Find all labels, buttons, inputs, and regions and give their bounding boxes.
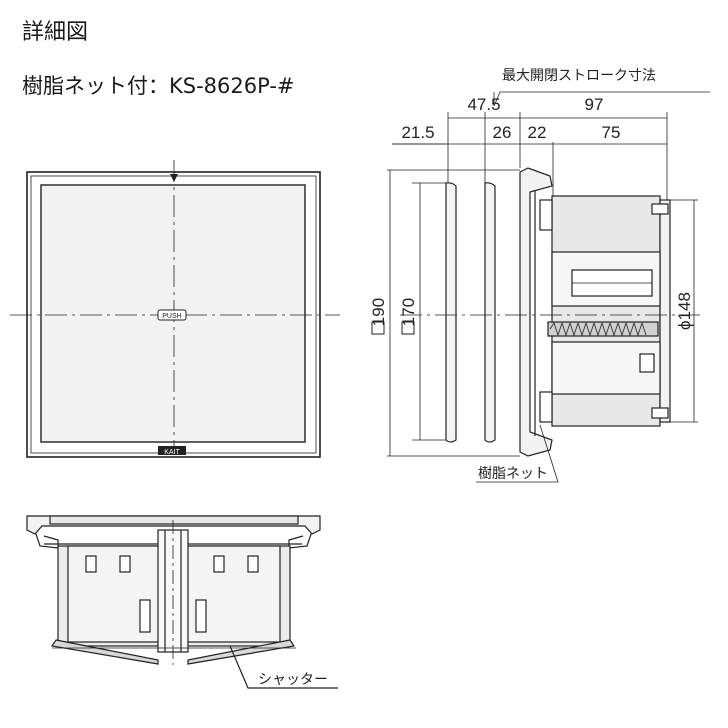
- model-label: 樹脂ネット付：KS-8626P-#: [22, 74, 295, 98]
- front-view: [10, 160, 340, 458]
- section-view: [26, 515, 338, 689]
- dim-26: 26: [493, 123, 512, 142]
- brand-label: KAIT: [164, 449, 180, 456]
- dim-97: 97: [585, 95, 604, 114]
- dim-190: 190: [369, 298, 388, 326]
- dim-phi148: ϕ148: [675, 292, 694, 330]
- side-view: [400, 167, 700, 457]
- dim-190-group: 190: [369, 298, 388, 335]
- shutter-label: シャッター: [258, 672, 328, 688]
- page-title: 詳細図: [22, 20, 89, 45]
- dim-47-5: 47.5: [467, 95, 500, 114]
- dim-170-group: 170: [399, 298, 418, 335]
- dim-21-5: 21.5: [401, 123, 434, 142]
- outer-frame: [26, 171, 321, 458]
- dim-170: 170: [399, 298, 418, 326]
- push-button: [157, 309, 187, 321]
- brand-badge: [158, 446, 186, 455]
- stroke-note: 最大開閉ストローク寸法: [502, 68, 656, 84]
- side-dimension-lines: [387, 91, 710, 483]
- push-label: PUSH: [162, 313, 181, 320]
- dim-22: 22: [528, 123, 547, 142]
- dim-75: 75: [602, 123, 621, 142]
- net-label: 樹脂ネット: [478, 466, 548, 482]
